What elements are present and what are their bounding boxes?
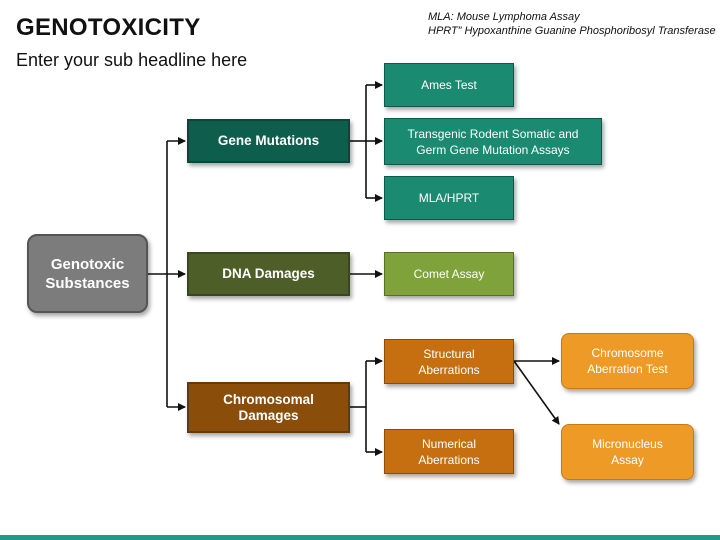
node-label: Chromosome — [591, 346, 664, 360]
node-label: Comet Assay — [413, 267, 485, 281]
node-label: Chromosomal — [223, 391, 314, 407]
node-label: Aberrations — [418, 362, 480, 377]
node-label: Transgenic Rodent Somatic and — [407, 126, 579, 141]
node-micronucleus-assay: Micronucleus Assay — [561, 424, 694, 480]
node-mla-hprt: MLA/HPRT — [384, 176, 514, 220]
note-hprt: HPRT” Hypoxanthine Guanine Phosphoribosy… — [428, 25, 716, 37]
node-label: Aberration Test — [587, 362, 668, 376]
node-label: Aberrations — [418, 452, 480, 467]
page-title: GENOTOXICITY — [16, 14, 201, 41]
page-subtitle: Enter your sub headline here — [16, 50, 248, 70]
node-label: Germ Gene Mutation Assays — [416, 142, 570, 157]
node-label: DNA Damages — [222, 266, 315, 281]
node-label: Micronucleus — [592, 437, 663, 451]
node-label: Genotoxic — [50, 255, 125, 273]
node-transgenic-rodent-assays: Transgenic Rodent Somatic and Germ Gene … — [384, 118, 602, 165]
node-label: MLA/HPRT — [418, 191, 480, 205]
node-label: Structural — [423, 346, 475, 361]
node-numerical-aberrations: Numerical Aberrations — [384, 429, 514, 474]
node-genotoxic-substances: Genotoxic Substances — [27, 234, 148, 313]
node-label: Substances — [45, 274, 130, 292]
node-label: Ames Test — [421, 78, 477, 92]
node-label: Gene Mutations — [217, 133, 320, 148]
node-comet-assay: Comet Assay — [384, 252, 514, 296]
abbreviation-notes: MLA: Mouse Lymphoma Assay HPRT” Hypoxant… — [428, 10, 716, 38]
node-chromosome-aberration-test: Chromosome Aberration Test — [561, 333, 694, 389]
node-ames-test: Ames Test — [384, 63, 514, 107]
node-structural-aberrations: Structural Aberrations — [384, 339, 514, 384]
node-label: Numerical — [421, 436, 476, 451]
node-chromosomal-damages: Chromosomal Damages — [187, 382, 350, 433]
connector-to-micronucleus — [513, 360, 560, 425]
node-gene-mutations: Gene Mutations — [187, 119, 350, 163]
node-label: Damages — [238, 407, 299, 423]
node-dna-damages: DNA Damages — [187, 252, 350, 296]
note-mla: MLA: Mouse Lymphoma Assay — [428, 11, 580, 23]
footer-accent-bar — [0, 535, 720, 540]
node-label: Assay — [611, 453, 644, 467]
